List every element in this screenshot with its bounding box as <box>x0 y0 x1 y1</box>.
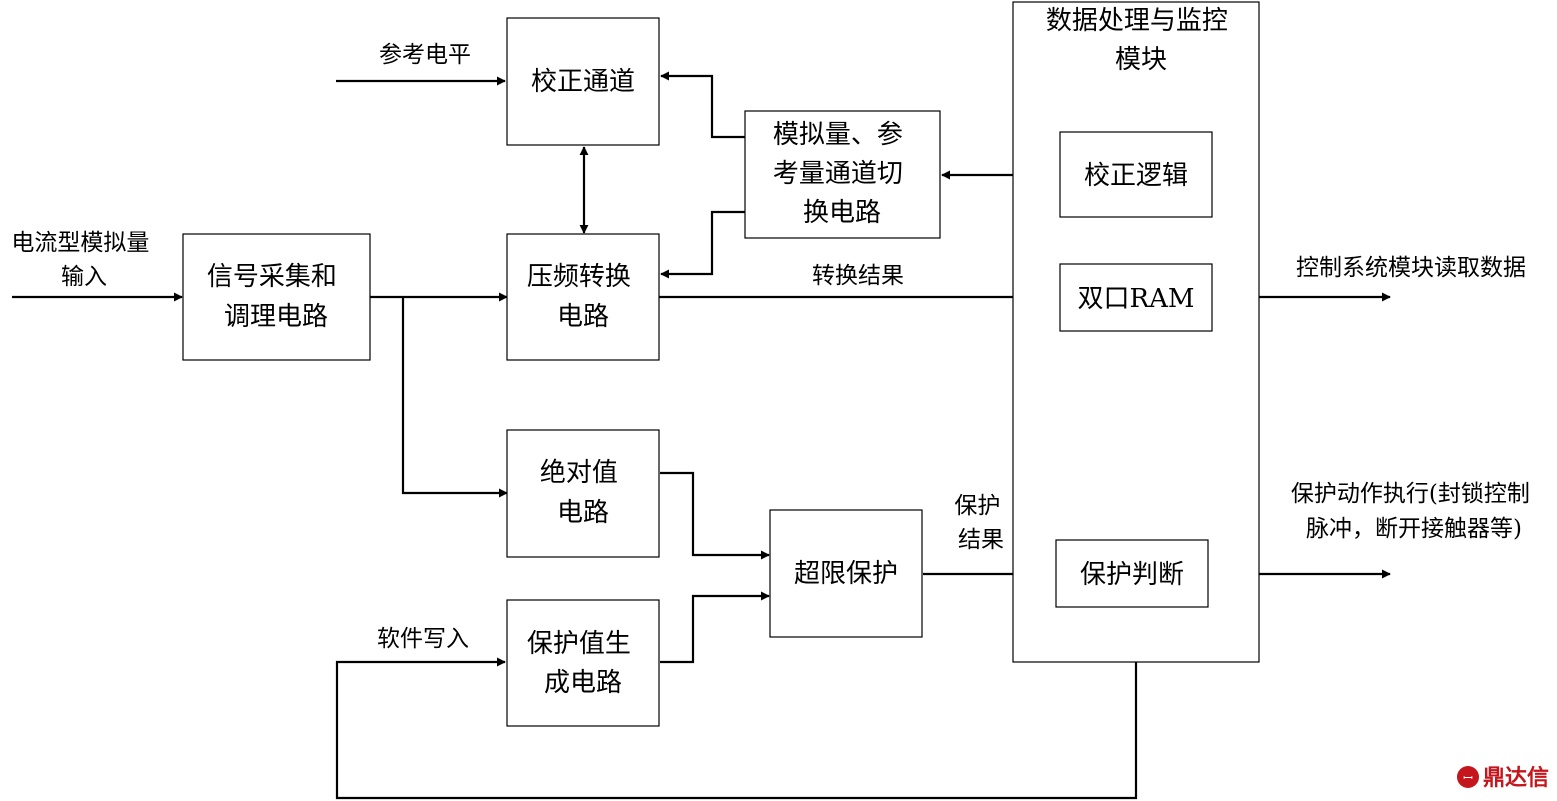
vf-label-line-1: 压频转换 <box>527 262 631 292</box>
calib-channel-label-line-1: 校正通道 <box>531 67 635 97</box>
wire-switch-to-vf <box>660 210 745 279</box>
wire-software-write-loop <box>335 657 1138 800</box>
dual-ram-box <box>1059 263 1213 332</box>
module-title-line-1: 数据处理与监控 <box>1046 6 1228 36</box>
watermark: ꟷ 鼎达信 <box>1457 765 1549 791</box>
vf-label-line-2: 电路 <box>557 302 609 332</box>
prot-gen-label-line-1: 保护值生 <box>527 629 631 659</box>
dual-ram-label-line-1: 双口RAM <box>1078 284 1195 314</box>
read-data-label-line-1: 控制系统模块读取数据 <box>1296 255 1526 281</box>
signal-label-line-2: 调理电路 <box>224 302 328 332</box>
vf-label: 压频转换 电路 <box>527 262 639 332</box>
switch-label-line-1: 模拟量、参 <box>773 120 903 150</box>
prot-action-label-line-2: 脉冲，断开接触器等) <box>1306 516 1522 542</box>
ref-level-label-line-1: 参考电平 <box>379 42 471 68</box>
wire-abs-to-overlimit <box>660 471 770 560</box>
input-label: 电流型模拟量 输入 <box>11 230 156 290</box>
input-label-line-2: 输入 <box>61 264 107 290</box>
watermark-logo-glyph: ꟷ <box>1463 771 1473 785</box>
switch-label-line-2: 考量通道切 <box>773 159 903 189</box>
prot-gen-label-line-2: 成电路 <box>544 668 622 698</box>
prot-result-label-line-1: 保护 <box>954 493 1000 519</box>
calib-channel-label: 校正通道 <box>531 67 635 97</box>
module-title: 数据处理与监控 模块 <box>1046 6 1236 75</box>
watermark-logo-icon <box>1457 766 1479 788</box>
calib-logic-label: 校正逻辑 <box>1084 161 1188 191</box>
prot-judge-box <box>1055 539 1209 608</box>
software-write-label: 软件写入 <box>377 626 469 652</box>
conv-result-label-line-1: 转换结果 <box>812 263 904 289</box>
prot-judge-label-line-1: 保护判断 <box>1080 560 1184 590</box>
abs-label-line-2: 电路 <box>557 498 609 528</box>
calib-channel-box <box>506 17 660 146</box>
switch-label-line-3: 换电路 <box>803 198 881 228</box>
software-write-label-line-1: 软件写入 <box>377 626 469 652</box>
vf-box <box>506 233 660 361</box>
prot-action-label: 保护动作执行(封锁控制 脉冲，断开接触器等) <box>1291 481 1537 542</box>
overlimit-box <box>769 509 923 638</box>
signal-box <box>182 233 371 361</box>
module-title-line-2: 模块 <box>1115 45 1167 75</box>
wire-gen-to-overlimit <box>660 591 770 664</box>
wire-switch-to-calib <box>660 71 745 139</box>
signal-label-line-1: 信号采集和 <box>207 262 337 292</box>
abs-label: 绝对值 电路 <box>540 458 626 528</box>
signal-label: 信号采集和 调理电路 <box>207 262 345 332</box>
switch-box <box>744 110 941 239</box>
prot-result-label-line-2: 结果 <box>958 527 1004 553</box>
abs-box <box>506 429 660 558</box>
prot-gen-label: 保护值生 成电路 <box>527 629 639 698</box>
conv-result-label: 转换结果 <box>812 263 904 289</box>
overlimit-label-line-1: 超限保护 <box>794 559 898 589</box>
switch-label: 模拟量、参 考量通道切 换电路 <box>773 120 911 228</box>
watermark-text: 鼎达信 <box>1483 765 1549 791</box>
blocks <box>182 1 1260 727</box>
read-data-label: 控制系统模块读取数据 <box>1296 255 1526 281</box>
prot-action-label-line-1: 保护动作执行(封锁控制 <box>1291 481 1530 507</box>
prot-gen-box <box>506 599 660 727</box>
prot-judge-label: 保护判断 <box>1080 560 1184 590</box>
prot-result-label: 保护 结果 <box>954 493 1007 553</box>
abs-label-line-1: 绝对值 <box>540 458 618 488</box>
dual-ram-label: 双口RAM <box>1078 284 1195 314</box>
input-label-line-1: 电流型模拟量 <box>11 230 149 256</box>
wire-signal-to-abs <box>401 297 508 498</box>
calib-logic-box <box>1059 131 1213 218</box>
calib-logic-label-line-1: 校正逻辑 <box>1084 161 1188 191</box>
ref-level-label: 参考电平 <box>379 42 471 68</box>
overlimit-label: 超限保护 <box>794 559 898 589</box>
